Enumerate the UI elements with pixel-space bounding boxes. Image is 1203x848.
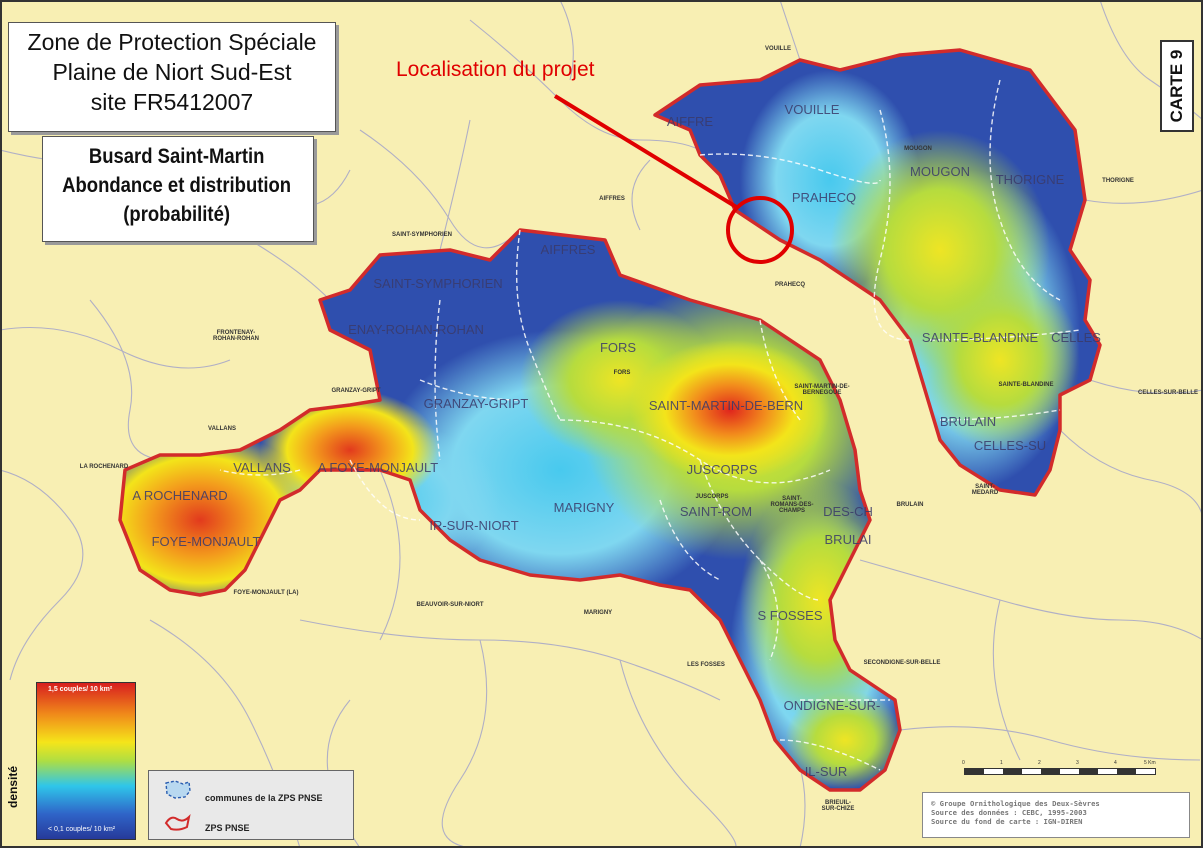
zone-label: MOUGON: [910, 164, 970, 179]
zone-label: A FOYE-MONJAULT: [317, 460, 439, 475]
title-box: Zone de Protection Spéciale Plaine de Ni…: [8, 22, 336, 132]
title-line: Zone de Protection Spéciale: [27, 29, 317, 55]
zps-outline-icon: [164, 813, 191, 831]
commune-label: MOUGON: [904, 146, 932, 152]
zone-label: PRAHECQ: [791, 190, 857, 205]
species-line: Abondance et distribution: [62, 174, 292, 197]
zone-label: VALLANS: [233, 460, 291, 475]
symbol-legend: communes de la ZPS PNSE ZPS PNSE: [148, 770, 354, 840]
zone-label: THORIGNE: [995, 172, 1065, 187]
scale-tick: 0: [962, 760, 965, 766]
zone-label: CELLES-SU: [973, 438, 1047, 453]
scale-tick: 2: [1038, 760, 1041, 766]
commune-label: SECONDIGNE-SUR-BELLE: [863, 660, 941, 666]
species-line: (probabilité): [123, 203, 231, 226]
species-box: Busard Saint-Martin Abondance et distrib…: [42, 136, 311, 240]
zps-legend-label: ZPS PNSE: [205, 823, 250, 833]
scale-tick: 3: [1076, 760, 1079, 766]
credits-box: © Groupe Ornithologique des Deux-Sèvres …: [922, 792, 1190, 838]
commune-label: AIFFRES: [599, 196, 625, 202]
scale-tick: 5 Km: [1144, 760, 1156, 766]
commune-label: SAINT-ROMANS-DES-CHAMPS: [770, 496, 814, 514]
zone-label: ENAY-ROHAN-ROHAN: [348, 322, 484, 337]
zone-label: ONDIGNE-SUR-: [783, 698, 881, 713]
commune-label: VOUILLE: [764, 46, 792, 52]
scale-tick: 1: [1000, 760, 1003, 766]
credit-line: Source des données : CEBC, 1995-2003: [931, 808, 1087, 817]
commune-label: SAINT-MEDARD: [971, 484, 999, 496]
zone-label: SAINTE-BLANDINE: [921, 330, 1039, 345]
zone-label: BRULAIN: [939, 414, 997, 429]
zone-label: MARIGNY: [553, 500, 615, 515]
project-location-label: Localisation du projet: [396, 58, 595, 81]
credit-line: © Groupe Ornithologique des Deux-Sèvres: [931, 799, 1100, 808]
commune-label: FRONTENAY-ROHAN-ROHAN: [213, 330, 259, 342]
commune-label: THORIGNE: [1102, 178, 1134, 184]
legend-bottom-value: < 0,1 couples/ 10 km²: [48, 826, 116, 833]
commune-label: PRAHECQ: [774, 282, 806, 288]
commune-label: LES FOSSES: [687, 662, 725, 668]
zone-label: CELLES: [1051, 330, 1101, 345]
zone-label: SAINT-ROM: [679, 504, 753, 519]
communes-icon: [165, 780, 191, 799]
zone-label: IR-SUR-NIORT: [429, 518, 519, 533]
zone-label: A ROCHENARD: [132, 488, 228, 503]
scale-bar: 0 1 2 3 4 5 Km: [960, 760, 1160, 780]
commune-label: SAINT-MARTIN-DE-BERNEGOUE: [794, 384, 850, 396]
commune-label: BRULAIN: [896, 502, 924, 508]
zone-label: AIFFRE: [666, 114, 714, 129]
zone-label: IL-SUR: [804, 764, 848, 779]
commune-label: FOYE-MONJAULT (LA): [233, 590, 299, 596]
commune-label: JUSCORPS: [695, 494, 729, 500]
zone-label: S FOSSES: [757, 608, 823, 623]
commune-label: GRANZAY-GRIPT: [331, 388, 381, 394]
scale-tick: 4: [1114, 760, 1117, 766]
zone-label: VOUILLE: [784, 102, 840, 117]
commune-label: SAINTE-BLANDINE: [998, 382, 1054, 388]
zone-label: SAINT-MARTIN-DE-BERN: [648, 398, 804, 413]
zone-label: DES-CH: [823, 504, 873, 519]
species-line: Busard Saint-Martin: [88, 145, 265, 168]
species-box-frame: [42, 136, 314, 242]
title-line: site FR5412007: [90, 89, 254, 115]
commune-label: MARIGNY: [583, 610, 613, 616]
zone-label: BRULAI: [824, 532, 872, 547]
commune-label: LA ROCHENARD: [79, 464, 129, 470]
commune-label: VALLANS: [208, 426, 236, 432]
legend-axis-label: densité: [6, 765, 20, 808]
legend-top-value: 1,5 couples/ 10 km²: [48, 686, 113, 693]
zone-label: JUSCORPS: [686, 462, 758, 477]
title-line: Plaine de Niort Sud-Est: [52, 59, 292, 85]
map-number-badge: CARTE 9: [1160, 40, 1194, 132]
commune-label: BRIEUIL-SUR-CHIZE: [821, 800, 855, 812]
commune-label: SAINT-SYMPHORIEN: [391, 232, 453, 238]
zone-label: GRANZAY-GRIPT: [423, 396, 529, 411]
commune-label: FORS: [613, 370, 631, 376]
commune-label: CELLES-SUR-BELLE: [1138, 390, 1198, 396]
zone-label: AIFFRES: [540, 242, 596, 257]
zone-label: FOYE-MONJAULT: [151, 534, 261, 549]
commune-label: BEAUVOIR-SUR-NIORT: [416, 602, 484, 608]
zone-label: FORS: [599, 340, 637, 355]
zone-label: SAINT-SYMPHORIEN: [373, 276, 503, 291]
credit-line: Source du fond de carte : IGN-DIREN: [931, 817, 1083, 826]
density-legend-bar: [36, 682, 136, 840]
communes-legend-label: communes de la ZPS PNSE: [205, 793, 323, 803]
map-number: CARTE 9: [1167, 49, 1186, 123]
scale-bar-graphic: [964, 768, 1156, 775]
